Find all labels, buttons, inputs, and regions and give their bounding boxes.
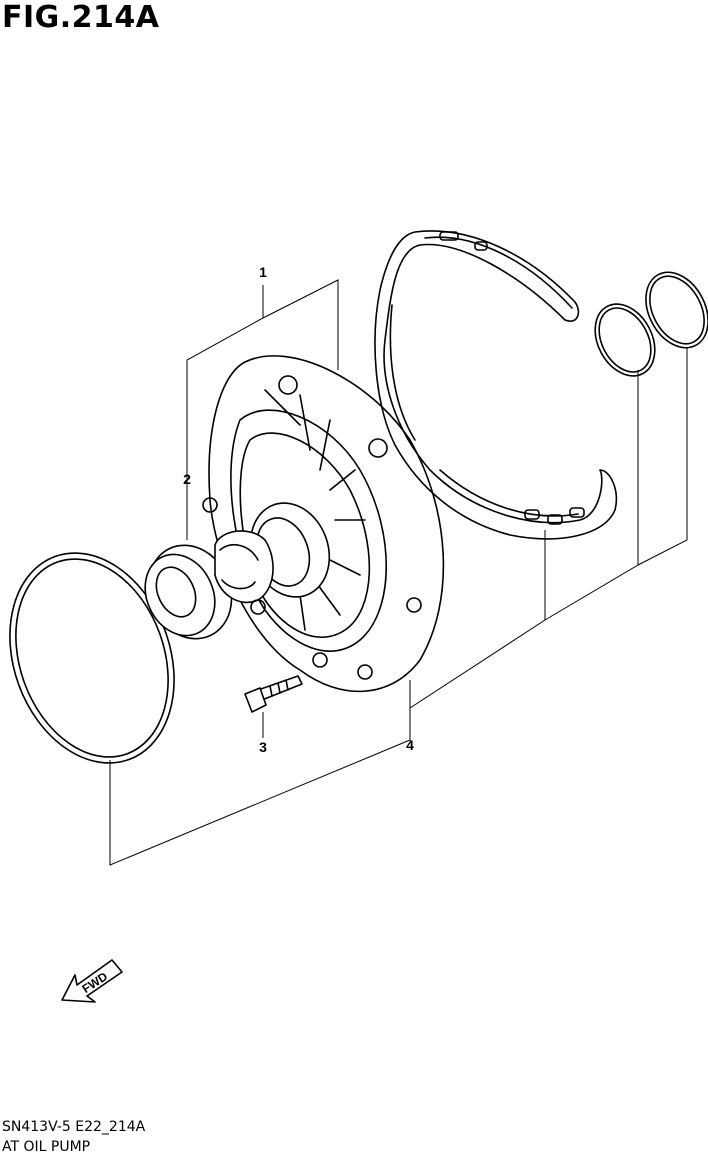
callout-4: 4 — [406, 737, 414, 753]
model-code: SN413V-5 E22_214A — [2, 1119, 146, 1135]
diagram-name: AT OIL PUMP — [2, 1139, 91, 1155]
large-o-ring — [9, 552, 175, 764]
forward-direction-arrow-icon: FWD — [61, 959, 123, 1003]
callout-1: 1 — [259, 264, 267, 280]
callout-2: 2 — [183, 471, 191, 487]
flange-bolt — [244, 675, 303, 713]
callout-1-leader — [186, 279, 339, 528]
callout-3: 3 — [259, 739, 267, 755]
seal-ring-outer — [645, 271, 708, 349]
oil-seal — [144, 544, 233, 640]
callout-4-leader — [109, 348, 688, 866]
oil-pump-body — [202, 355, 445, 693]
seal-ring-inner — [594, 303, 656, 377]
pump-gasket — [374, 230, 618, 540]
figure-title: FIG.214A — [2, 0, 160, 35]
